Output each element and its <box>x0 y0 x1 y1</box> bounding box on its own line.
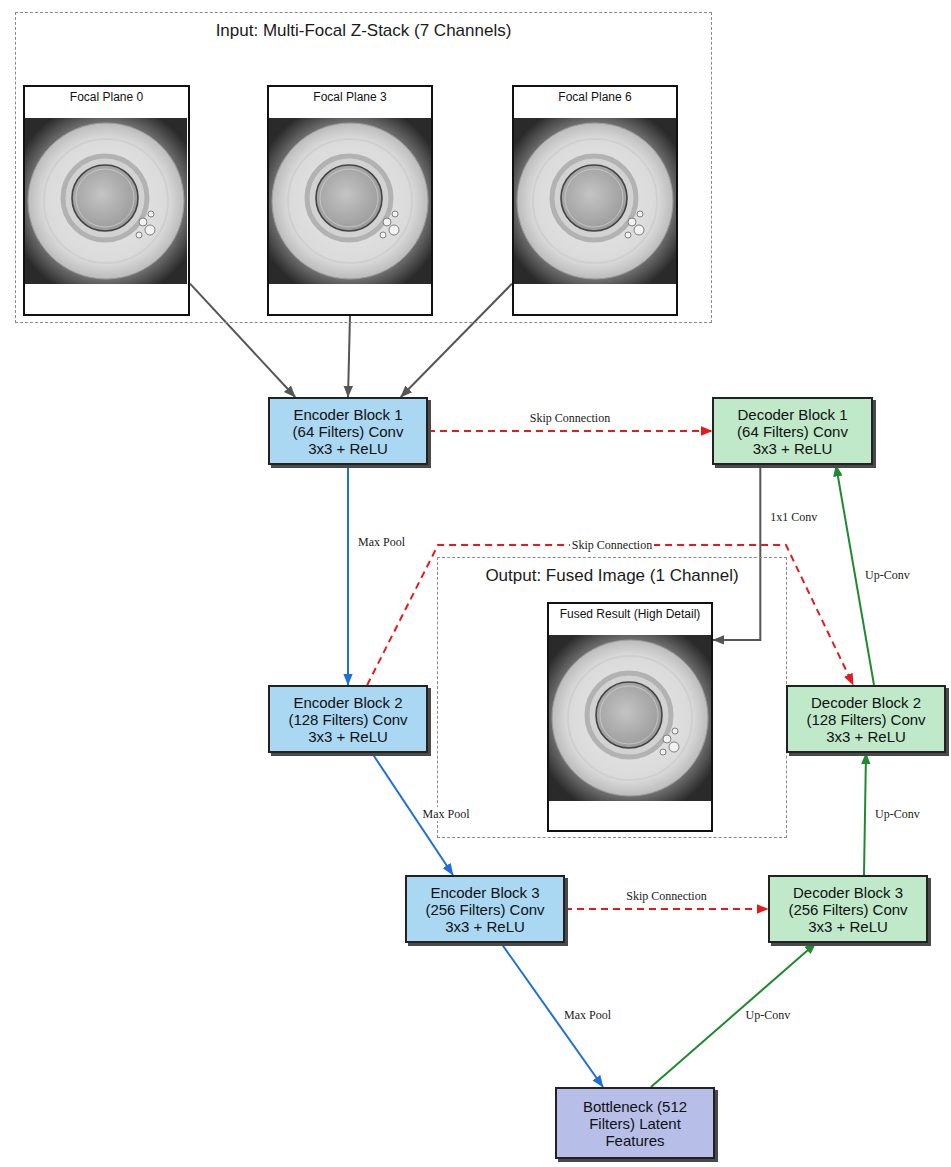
embryo-photo <box>514 118 676 284</box>
flow-arrow <box>347 465 349 685</box>
edge-label: Skip Connection <box>624 889 708 903</box>
block-label: Encoder Block 1 (64 Filters) Conv 3x3 + … <box>286 406 410 457</box>
skip-connection <box>367 545 853 685</box>
block-label: Decoder Block 3 (256 Filters) Conv 3x3 +… <box>786 884 910 935</box>
edge-label: Skip Connection <box>528 411 612 425</box>
decoder-block: Decoder Block 1 (64 Filters) Conv 3x3 + … <box>712 397 873 465</box>
encoder-block: Encoder Block 3 (256 Filters) Conv 3x3 +… <box>405 875 565 943</box>
image-caption: Fused Result (High Detail) <box>549 604 711 621</box>
edge-label: Up-Conv <box>873 807 922 821</box>
flow-arrow <box>651 943 816 1087</box>
flow-arrow <box>864 753 866 875</box>
embryo-photo <box>269 118 431 284</box>
block-label: Bottleneck (512 Filters) Latent Features <box>573 1098 697 1149</box>
flow-arrow <box>401 284 512 397</box>
skip-connection <box>428 430 712 432</box>
image-caption: Focal Plane 3 <box>269 87 431 104</box>
image-panel: Focal Plane 0 <box>23 85 190 316</box>
image-caption: Focal Plane 6 <box>514 87 676 104</box>
bottleneck-block: Bottleneck (512 Filters) Latent Features <box>555 1087 715 1159</box>
flow-arrow <box>190 284 295 397</box>
skip-connection <box>565 908 768 910</box>
embryo-photo <box>25 118 187 284</box>
group-box: Output: Fused Image (1 Channel) Fused Res… <box>437 557 787 838</box>
flow-arrow <box>713 465 760 640</box>
embryo-photo <box>549 635 711 801</box>
edge-label: Up-Conv <box>744 1008 793 1022</box>
block-label: Encoder Block 3 (256 Filters) Conv 3x3 +… <box>423 884 547 935</box>
group-title: Input: Multi-Focal Z-Stack (7 Channels) <box>16 13 711 41</box>
decoder-block: Decoder Block 2 (128 Filters) Conv 3x3 +… <box>786 685 946 753</box>
edge-label: Max Pool <box>562 1008 613 1022</box>
image-caption: Focal Plane 0 <box>25 87 188 104</box>
encoder-block: Encoder Block 1 (64 Filters) Conv 3x3 + … <box>268 397 428 465</box>
encoder-block: Encoder Block 2 (128 Filters) Conv 3x3 +… <box>268 685 428 753</box>
block-label: Encoder Block 2 (128 Filters) Conv 3x3 +… <box>286 694 410 745</box>
edge-label: Max Pool <box>356 535 407 549</box>
block-label: Decoder Block 1 (64 Filters) Conv 3x3 + … <box>730 406 855 457</box>
edge-label: Max Pool <box>421 807 472 821</box>
image-panel: Fused Result (High Detail) <box>547 602 713 832</box>
group-box: Input: Multi-Focal Z-Stack (7 Channels) F… <box>15 12 712 323</box>
decoder-block: Decoder Block 3 (256 Filters) Conv 3x3 +… <box>768 875 928 943</box>
block-label: Decoder Block 2 (128 Filters) Conv 3x3 +… <box>804 694 928 745</box>
image-panel: Focal Plane 3 <box>267 85 433 316</box>
group-title: Output: Fused Image (1 Channel) <box>438 558 786 586</box>
image-panel: Focal Plane 6 <box>512 85 678 316</box>
edge-label: Up-Conv <box>863 568 912 582</box>
flow-arrow <box>348 316 350 397</box>
edge-label: 1x1 Conv <box>768 510 819 524</box>
edge-label: Skip Connection <box>570 538 654 552</box>
